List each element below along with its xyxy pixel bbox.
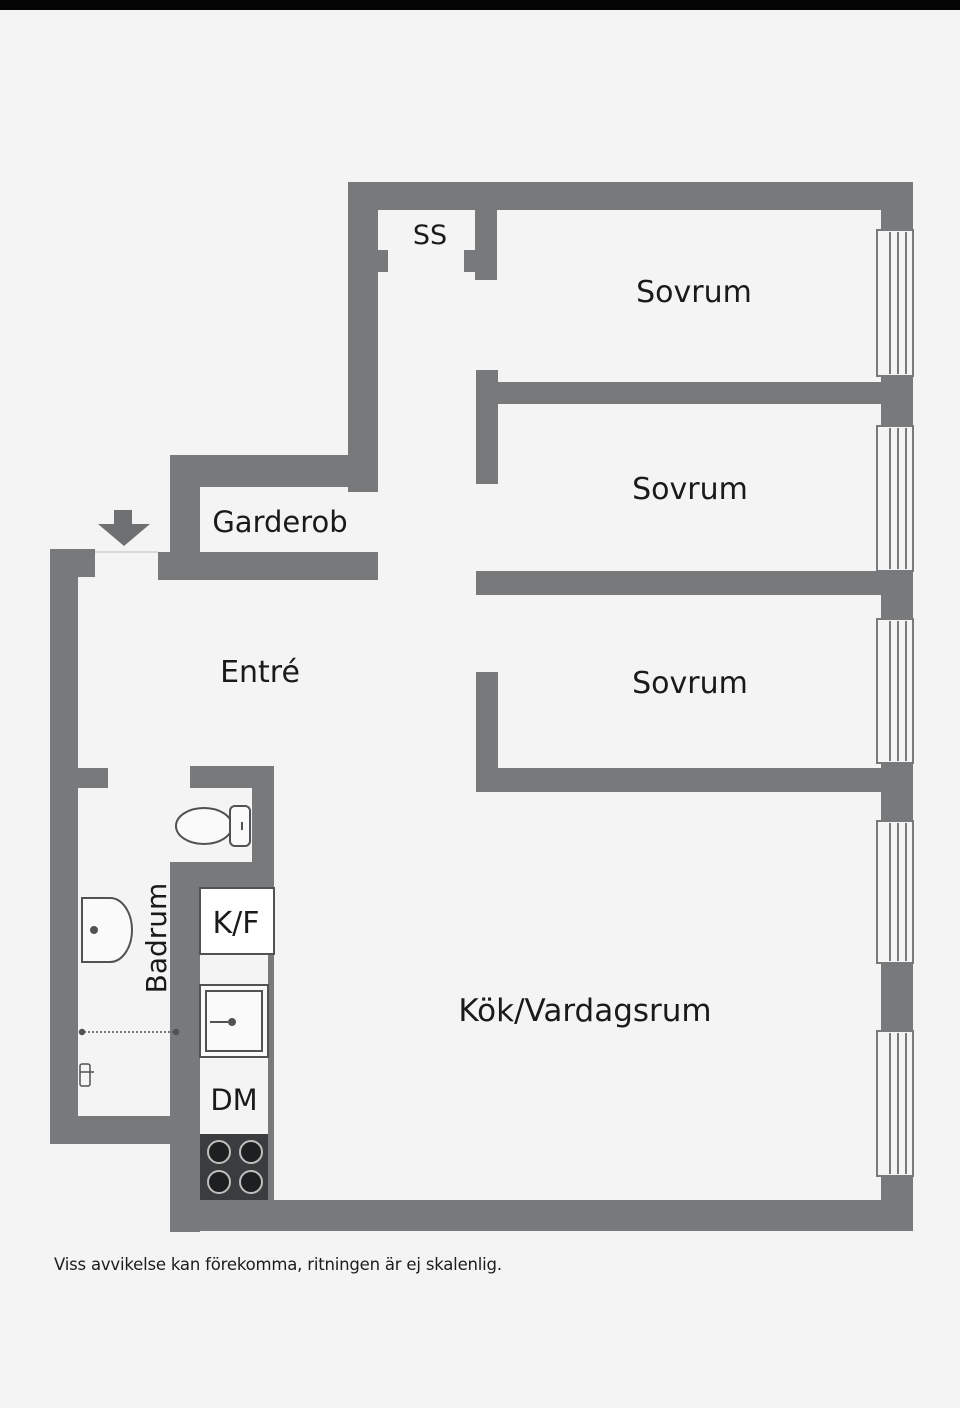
wall-bath-right: [170, 862, 200, 1232]
stove-icon: [200, 1134, 268, 1200]
room-label-entre: Entré: [220, 655, 300, 690]
wall-bedroom-3-bottom: [476, 768, 886, 792]
room-label-ss: SS: [413, 220, 447, 251]
kf-cabinet: [199, 887, 275, 955]
wall-right-2: [881, 376, 913, 426]
room-label-sovrum-3: Sovrum: [632, 666, 748, 701]
toilet-icon: [175, 805, 251, 847]
window: [876, 618, 914, 764]
shower-icon: [78, 1028, 180, 1087]
wall-upper-left: [348, 182, 378, 492]
room-label-garderob: Garderob: [212, 505, 347, 539]
wall-toilet-bottom: [170, 862, 274, 888]
kitchen-sink-icon: [199, 984, 269, 1058]
room-label-dm: DM: [210, 1083, 257, 1117]
room-label-sovrum-1: Sovrum: [636, 275, 752, 310]
down-arrow-icon: [98, 510, 150, 546]
wall-toilet-right: [252, 766, 274, 886]
top-bar: [0, 0, 960, 10]
room-label-kok-vardagsrum: Kök/Vardagsrum: [458, 993, 711, 1029]
wall-ss-right: [475, 210, 497, 280]
room-label-sovrum-2: Sovrum: [632, 472, 748, 507]
wall-garderob-bottom: [158, 552, 378, 580]
wall-bath-stub: [78, 768, 108, 788]
wall-bedroom-3-stub: [476, 672, 498, 792]
wall-bottom: [170, 1200, 913, 1231]
window: [876, 820, 914, 964]
wall-right-1: [881, 182, 913, 230]
windows: [876, 229, 914, 1177]
wall-bedroom-2-3: [476, 571, 886, 595]
walls: [50, 182, 913, 1232]
wall-top: [348, 182, 913, 210]
wall-right-3: [881, 571, 913, 619]
room-label-badrum: Badrum: [140, 883, 173, 994]
wall-ss-notch-left: [378, 250, 388, 272]
wall-ss-notch-right: [464, 250, 476, 272]
wall-right-5: [881, 963, 913, 1031]
wall-bedroom-1-2: [476, 382, 886, 404]
wall-right-4: [881, 763, 913, 821]
disclaimer-text: Viss avvikelse kan förekomma, ritningen …: [54, 1255, 502, 1274]
wall-garderob-top: [170, 455, 378, 487]
room-label-kf: K/F: [212, 906, 259, 941]
window: [876, 425, 914, 572]
bathroom-sink-icon: [81, 897, 133, 963]
wall-left: [50, 549, 78, 1144]
wall-kitchen-column: [268, 862, 274, 1202]
window: [876, 229, 914, 377]
window: [876, 1030, 914, 1177]
